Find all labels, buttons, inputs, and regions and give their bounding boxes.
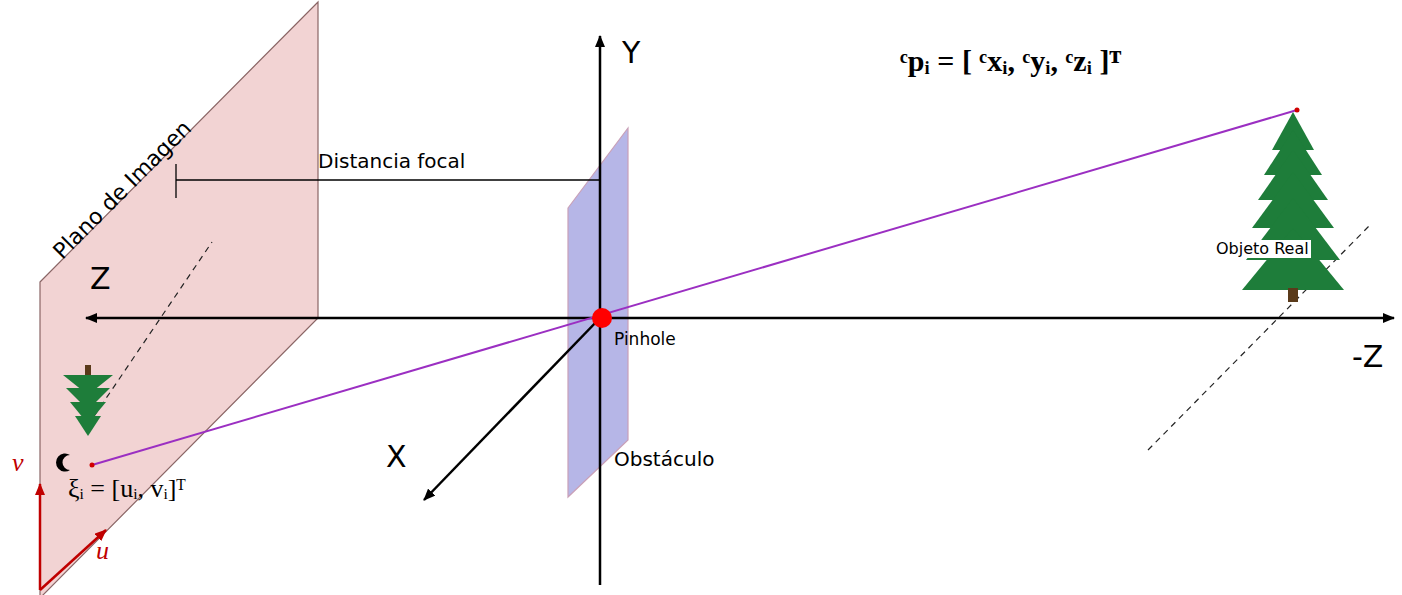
v-axis [39, 484, 42, 590]
focal-dimension [176, 179, 600, 180]
object-point [1295, 108, 1300, 113]
image-formula: ξᵢ = [uᵢ, vᵢ]ᵀ [68, 474, 186, 504]
object-label: Objeto Real [1214, 240, 1311, 258]
pinhole-label: Pinhole [614, 330, 676, 350]
axis-label: Z [90, 262, 111, 297]
minus-z-axis [600, 317, 1394, 320]
real-moon [1359, 96, 1383, 129]
image-point [90, 463, 95, 468]
dashed-guide [88, 242, 212, 425]
obstacle-plane [568, 128, 628, 497]
focal-tick [175, 164, 176, 198]
image-plane [40, 2, 318, 595]
axis-label: X [386, 440, 407, 475]
image-tree [63, 365, 113, 436]
u-label: u [96, 536, 109, 566]
pinhole-dot [592, 308, 612, 328]
obstacle-label: Obstáculo [614, 448, 714, 471]
focal-label: Distancia focal [318, 150, 465, 173]
x-axis [424, 318, 600, 500]
real-tree [1242, 112, 1344, 302]
axis-label: -Z [1352, 340, 1383, 375]
z-axis [86, 317, 600, 320]
v-label: v [12, 448, 24, 478]
light-ray [92, 110, 1297, 465]
point-formula: ᶜpᵢ = [ ᶜxᵢ, ᶜyᵢ, ᶜzᵢ ]ᵀ [900, 44, 1121, 79]
axis-label: Y [622, 36, 640, 71]
image-moon [56, 453, 70, 471]
